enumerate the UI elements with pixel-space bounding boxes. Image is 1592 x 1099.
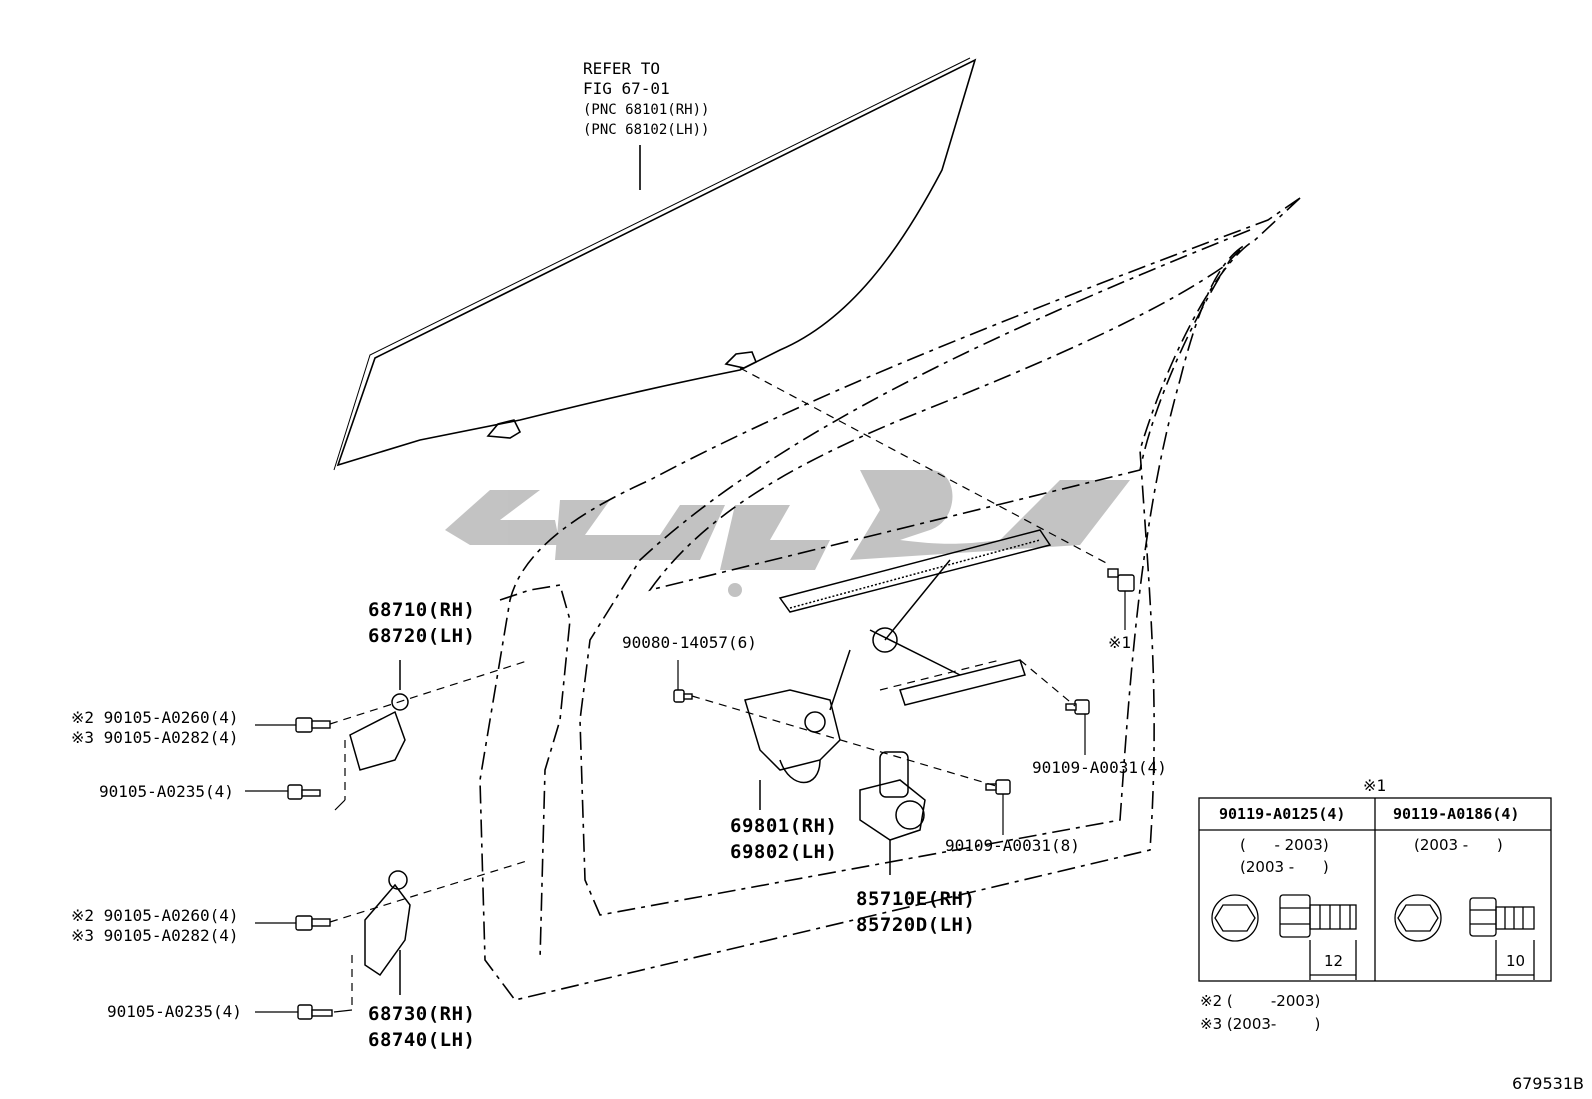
- motor-bolt: [985, 779, 1011, 795]
- upper-bolt-c-label: 90105-A0235(4): [99, 782, 234, 801]
- window-ref-line3: (PNC 68101(RH)): [583, 102, 710, 118]
- figure-id: 679531B: [1511, 1074, 1584, 1093]
- window-regulator: [744, 529, 1052, 810]
- regulator-lh-label: 69802(LH): [730, 841, 838, 863]
- upper-bolt-b-label: ※3 90105-A0282(4): [71, 728, 239, 747]
- lower-bolt-a-label: ※2 90105-A0260(4): [71, 906, 239, 925]
- lower-hinge-rh-label: 68730(RH): [368, 1003, 476, 1025]
- legend-col1-range1: ( - 2003): [1240, 836, 1329, 854]
- upper-hinge: [349, 660, 409, 771]
- bolt-lower-c: [297, 1004, 333, 1020]
- legend-title: ※1: [1363, 776, 1387, 795]
- solid-leaders: [245, 591, 1126, 1013]
- window-ref-line4: (PNC 68102(LH)): [583, 122, 710, 138]
- bolt-upper-a: [295, 717, 331, 733]
- motor-bolt-label: 90109-A0031(8): [945, 836, 1080, 855]
- upper-hinge-rh-label: 68710(RH): [368, 599, 476, 621]
- leader-lines: [329, 367, 1111, 1010]
- door-frame: [479, 197, 1301, 1001]
- note-2: ※2 ( -2003): [1200, 992, 1321, 1010]
- regulator-bolt-label: 90109-A0031(4): [1032, 758, 1167, 777]
- legend-col1-dim: 12: [1324, 952, 1344, 970]
- legend-col2-range: (2003 - ): [1414, 836, 1503, 854]
- top-ref-mark: ※1: [1108, 633, 1132, 652]
- upper-hinge-lh-label: 68720(LH): [368, 625, 476, 647]
- lower-hinge-lh-label: 68740(LH): [368, 1029, 476, 1051]
- regulator-bolt: [1065, 699, 1090, 715]
- legend-col2-dim: 10: [1506, 952, 1526, 970]
- window-ref-line1: REFER TO: [583, 59, 661, 78]
- motor-rh-label: 85710E(RH): [856, 888, 976, 910]
- bolt-upper-c: [287, 784, 321, 800]
- note-3: ※3 (2003- ): [1200, 1015, 1321, 1033]
- legend-col2-part: 90119-A0186(4): [1393, 805, 1520, 823]
- legend-col1-part: 90119-A0125(4): [1219, 805, 1346, 823]
- clip-bolt: [673, 689, 693, 703]
- lower-bolt-c-label: 90105-A0235(4): [107, 1002, 242, 1021]
- fasteners: [287, 568, 1135, 1020]
- legend-table: [1198, 797, 1552, 982]
- legend-col1-range2: (2003 - ): [1240, 858, 1329, 876]
- regulator-motor: [859, 751, 926, 875]
- lower-hinge: [364, 870, 411, 995]
- motor-lh-label: 85720D(LH): [856, 914, 976, 936]
- window-ref-line2: FIG 67-01: [583, 79, 670, 98]
- window-glass: [333, 57, 977, 471]
- watermark-logo: [445, 470, 1130, 597]
- bolt-lower-a: [295, 915, 331, 931]
- regulator-rh-label: 69801(RH): [730, 815, 838, 837]
- lower-bolt-b-label: ※3 90105-A0282(4): [71, 926, 239, 945]
- upper-bolt-a-label: ※2 90105-A0260(4): [71, 708, 239, 727]
- top-bolt: [1107, 568, 1135, 592]
- clip-label: 90080-14057(6): [622, 633, 757, 652]
